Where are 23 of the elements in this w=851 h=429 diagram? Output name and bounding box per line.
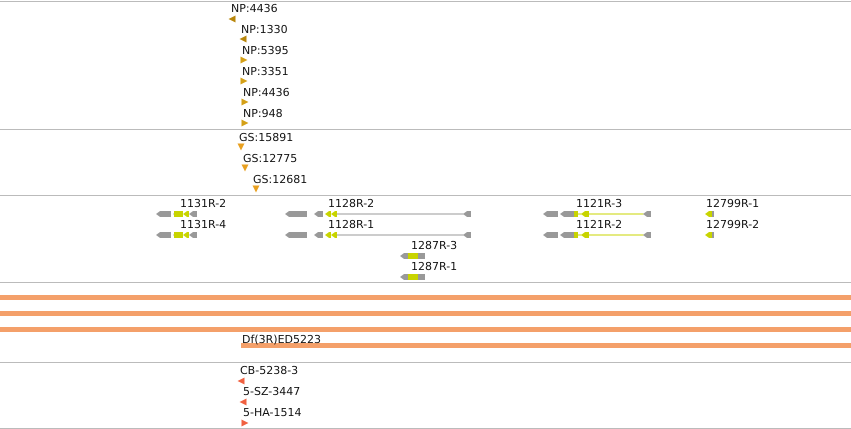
feature-label: 1287R-3 [411,239,458,252]
feature-label: 1121R-3 [576,197,622,210]
feature-label: 1128R-2 [328,197,374,210]
feature-label: 1128R-1 [328,218,374,231]
feature-label: 1121R-2 [576,218,622,231]
feature-label: 12799R-2 [706,218,760,231]
feature-label: GS:15891 [239,131,294,144]
feature-label: CB-5238-3 [240,364,298,377]
feature-label: NP:4436 [231,2,278,15]
feature-label: 5-SZ-3447 [243,385,300,398]
feature-label: 12799R-1 [706,197,760,210]
feature-label: NP:948 [243,107,283,120]
feature-label: GS:12775 [243,152,298,165]
feature-label: 5-HA-1514 [243,406,302,419]
feature-label: NP:1330 [241,23,288,36]
feature-label: NP:3351 [242,65,289,78]
feature-label: 1131R-4 [180,218,226,231]
feature-label: NP:5395 [242,44,289,57]
feature-label: NP:4436 [243,86,290,99]
feature-label: 1131R-2 [180,197,226,210]
feature-label: Df(3R)ED5223 [242,333,321,346]
feature-label: 1287R-1 [411,260,458,273]
feature-label: GS:12681 [253,173,308,186]
